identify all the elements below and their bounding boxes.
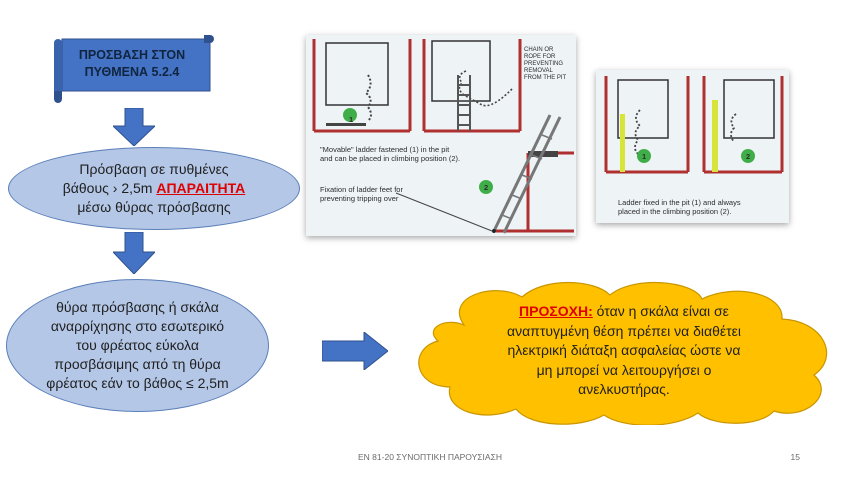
chain-label-line: CHAIN OR <box>524 47 554 53</box>
ellipse2-line: προσβάσιμης από τη θύρα <box>54 356 221 372</box>
movable-ladder-figure: 1 2 CHAIN OR ROPE FOR PREVENTING REMOVAL… <box>306 35 576 236</box>
chain-label: CHAIN OR ROPE FOR PREVENTING REMOVAL FRO… <box>524 47 566 82</box>
fixed-ladder-caption: Ladder fixed in the pit (1) and always p… <box>618 198 741 216</box>
requirement-ellipse: Πρόσβαση σε πυθμένες βάθους › 2,5m ΑΠΑΡΑ… <box>8 147 300 230</box>
ellipse2-line: θύρα πρόσβασης ή σκάλα <box>56 299 219 315</box>
page-number: 15 <box>790 452 800 462</box>
marker-1: 1 <box>642 152 647 161</box>
ellipse2-line: φρέατος εάν το βάθος ≤ 2,5m <box>46 375 229 391</box>
alternative-ellipse: θύρα πρόσβασης ή σκάλα αναρρίχησης στο ε… <box>6 279 269 412</box>
cloud-line: ανελκυστήρας. <box>578 381 670 397</box>
section-banner <box>54 35 214 103</box>
chain-label-line: PREVENTING <box>524 61 564 67</box>
marker-1: 1 <box>349 115 354 124</box>
fixed-ladder-figure: 1 2 Ladder fixed in the pit (1) and alwa… <box>596 70 789 223</box>
cloud-line-1: ΠΡΟΣΟΧΗ: όταν η σκάλα είναι σε <box>454 302 794 322</box>
ellipse1-line-1: Πρόσβαση σε πυθμένες <box>79 161 229 177</box>
ellipse1-line-2: βάθους › 2,5m ΑΠΑΡΑΙΤΗΤΑ <box>63 179 246 198</box>
warning-cloud <box>418 281 828 425</box>
down-arrow-icon <box>113 232 155 274</box>
caption-line: and can be placed in climbing position (… <box>320 154 461 163</box>
mandatory-label: ΑΠΑΡΑΙΤΗΤΑ <box>156 180 246 196</box>
ladder-pit-illustration <box>312 39 574 234</box>
right-arrow-icon <box>322 332 388 370</box>
caption-line: preventing tripping over <box>320 194 399 203</box>
cloud-line: μη μπορεί να λειτουργήσει ο <box>536 361 712 378</box>
cloud-line: ηλεκτρική διάταξη ασφαλείας ώστε να <box>507 342 741 358</box>
chain-label-line: REMOVAL <box>524 68 553 74</box>
cloud-line-1-rest: όταν η σκάλα είναι σε <box>592 303 729 319</box>
warning-label: ΠΡΟΣΟΧΗ: <box>519 303 593 319</box>
marker-2: 2 <box>484 183 489 192</box>
ellipse2-line: αναρρίχησης στο εσωτερικό <box>50 318 225 334</box>
banner-line-1: ΠΡΟΣΒΑΣΗ ΣΤΟΝ <box>78 48 186 62</box>
banner-title: ΠΡΟΣΒΑΣΗ ΣΤΟΝ ΠΥΘΜΕΝΑ 5.2.4 <box>62 47 202 81</box>
chain-label-line: FROM THE PIT <box>524 75 567 81</box>
cloud-line: αναπτυγμένη θέση πρέπει να διαθέτει <box>506 322 741 339</box>
warning-text: ΠΡΟΣΟΧΗ: όταν η σκάλα είναι σε αναπτυγμέ… <box>454 302 794 400</box>
down-arrow-icon <box>113 108 155 146</box>
caption-line: Fixation of ladder feet for <box>320 185 403 194</box>
marker-2: 2 <box>746 152 751 161</box>
slide-footer: ΕΝ 81-20 ΣΥΝΟΠΤΙΚΗ ΠΑΡΟΥΣΙΑΣΗ <box>358 452 502 462</box>
ellipse1-line-3: μέσω θύρας πρόσβασης <box>77 199 231 215</box>
fixation-caption: Fixation of ladder feet for preventing t… <box>320 185 403 203</box>
caption-line: placed in the climbing position (2). <box>618 207 732 216</box>
caption-line: Ladder fixed in the pit (1) and always <box>618 198 741 207</box>
fixed-ladder-illustration <box>604 76 784 174</box>
depth-text: βάθους › 2,5m <box>62 180 157 196</box>
banner-line-2: ΠΥΘΜΕΝΑ 5.2.4 <box>84 65 180 79</box>
ellipse2-line: του φρέατος εύκολα <box>76 337 199 353</box>
chain-label-line: ROPE FOR <box>524 54 556 60</box>
caption-line: "Movable" ladder fastened (1) in the pit <box>320 145 450 154</box>
movable-ladder-caption: "Movable" ladder fastened (1) in the pit… <box>320 145 460 163</box>
